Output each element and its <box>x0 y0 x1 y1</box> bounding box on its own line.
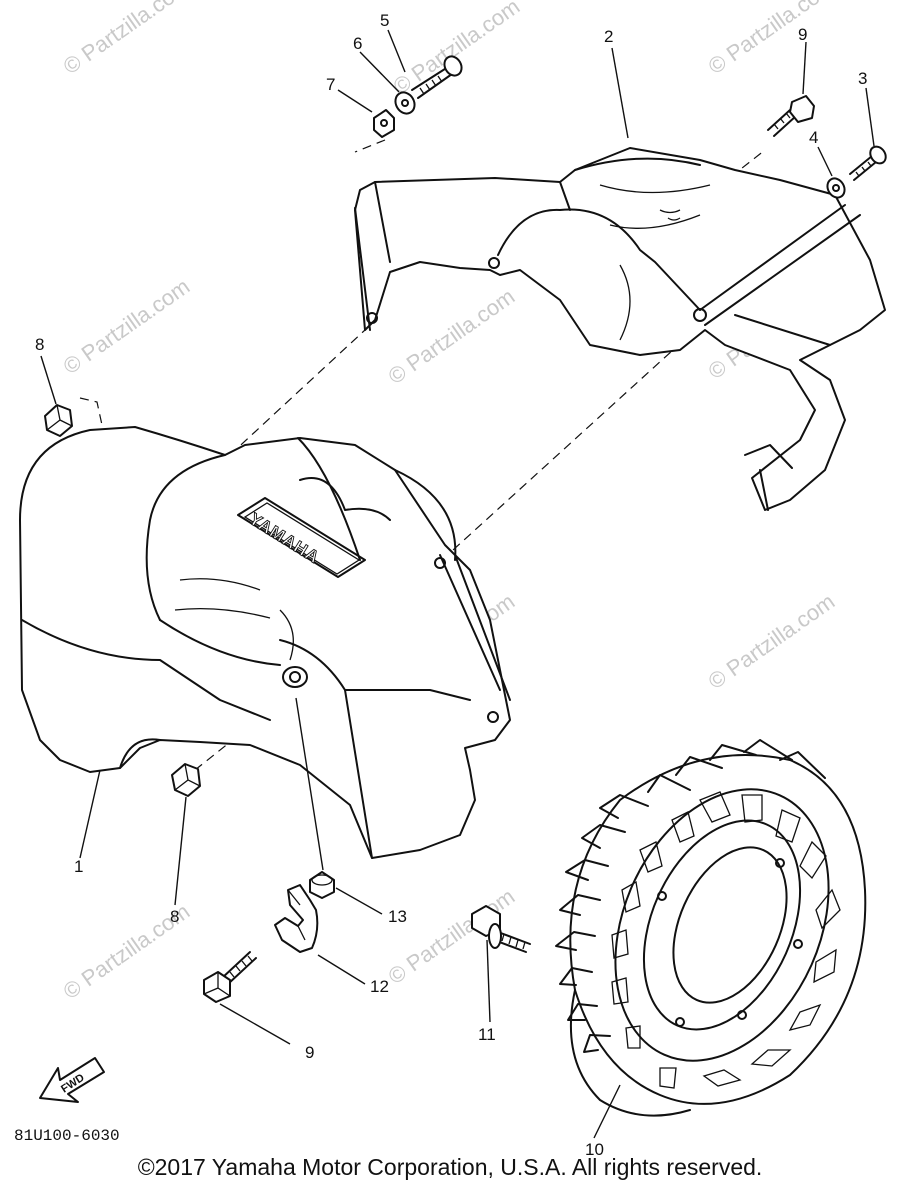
copyright-notice: ©2017 Yamaha Motor Corporation, U.S.A. A… <box>137 1154 763 1180</box>
arrow-icon <box>39 1057 105 1103</box>
watermark: © Partzilla.com <box>384 284 520 390</box>
callout-5: 5 <box>380 11 389 30</box>
watermark: © Partzilla.com <box>59 0 195 79</box>
callout-2: 2 <box>604 27 613 46</box>
forward-arrow: FWD <box>39 1057 105 1103</box>
callout-6: 6 <box>353 34 362 53</box>
watermark: © Partzilla.com <box>59 274 195 380</box>
callout-1: 1 <box>74 857 83 876</box>
brand-plate <box>237 497 366 578</box>
washer-part-4 <box>826 177 846 199</box>
nut-part-8-top <box>44 404 73 437</box>
callout-9: 9 <box>305 1043 314 1062</box>
callout-7: 7 <box>326 75 335 94</box>
upper-cover-part-2 <box>354 147 886 511</box>
hardware <box>44 55 887 1003</box>
watermark: © Partzilla.com <box>704 589 840 695</box>
washer-part-6 <box>394 91 416 115</box>
callout-8: 8 <box>170 907 179 926</box>
callout-12: 12 <box>370 977 389 996</box>
callout-13: 13 <box>388 907 407 926</box>
callout-4: 4 <box>809 128 818 147</box>
callout-11: 11 <box>478 1025 496 1044</box>
bolt-part-9-bottom <box>203 951 257 1003</box>
callout-numbers: 1 2 3 4 5 6 7 8 8 9 9 10 11 12 13 <box>35 11 867 1159</box>
collar-part-13 <box>309 871 335 899</box>
watermark: © Partzilla.com <box>389 0 525 99</box>
callout-10: 10 <box>585 1140 604 1159</box>
screw-part-3 <box>849 145 887 181</box>
diagram-code: 81U100-6030 <box>14 1127 120 1145</box>
callout-9: 9 <box>798 25 807 44</box>
nut-part-8-bottom <box>171 763 201 797</box>
leader-lines <box>40 29 875 1139</box>
bolt-part-9-top <box>767 95 815 137</box>
callout-8: 8 <box>35 335 44 354</box>
flywheel-fan-part-10 <box>555 739 867 1117</box>
main-shroud-part-1: YAMAHA <box>19 426 511 859</box>
watermark: © Partzilla.com <box>704 0 840 79</box>
nut-part-7 <box>373 109 395 138</box>
bolt-part-5 <box>411 55 463 99</box>
bolt-part-11 <box>471 905 531 953</box>
clamp-part-12 <box>274 884 319 953</box>
callout-3: 3 <box>858 69 867 88</box>
